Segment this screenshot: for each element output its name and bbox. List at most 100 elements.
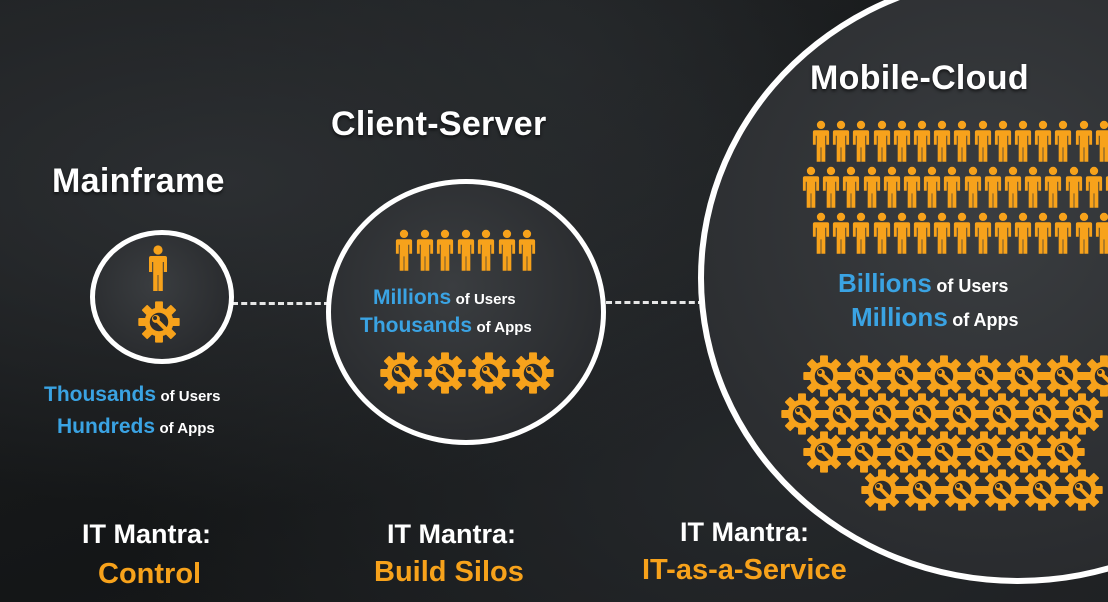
person-icon (974, 120, 992, 164)
person-icon (1004, 166, 1022, 210)
person-icon (933, 212, 951, 256)
person-icon (903, 166, 921, 210)
connector-line-1 (232, 302, 330, 305)
person-icon (974, 212, 992, 256)
mobile-cloud-mantra-label: IT Mantra: (680, 517, 810, 547)
gear-wrench-icon (1020, 468, 1064, 512)
gear-wrench-icon (379, 351, 423, 395)
mainframe-apps-stat: Hundreds of Apps (57, 415, 215, 439)
mobile-cloud-mantra-value: IT-as-a-Service (642, 554, 847, 586)
person-icon (1044, 166, 1062, 210)
gear-wrench-icon (860, 468, 904, 512)
person-icon (883, 166, 901, 210)
person-icon (994, 212, 1012, 256)
person-icon (416, 229, 434, 273)
mobile-cloud-title: Mobile-Cloud (810, 59, 1029, 97)
mobile-cloud-gears-group (780, 354, 1108, 530)
person-icon (812, 120, 830, 164)
person-icon (518, 229, 536, 273)
client-server-apps-stat: Thousands of Apps (360, 314, 532, 338)
person-icon (873, 120, 891, 164)
person-icon (943, 166, 961, 210)
gear-wrench-icon (467, 351, 511, 395)
person-icon (148, 245, 168, 293)
gear-wrench-icon (1060, 468, 1104, 512)
mobile-cloud-users-value: Billions (838, 268, 932, 298)
person-icon (933, 120, 951, 164)
person-icon (1075, 120, 1093, 164)
person-icon (1085, 166, 1103, 210)
mainframe-circle (90, 230, 234, 364)
person-icon (953, 120, 971, 164)
gear-wrench-icon (137, 300, 181, 344)
mainframe-apps-value: Hundreds (57, 415, 156, 438)
person-icon (832, 120, 850, 164)
client-server-people-group (395, 229, 545, 277)
person-icon (1054, 212, 1072, 256)
mainframe-users-suffix: of Users (160, 388, 221, 405)
person-icon (1054, 120, 1072, 164)
person-icon (893, 120, 911, 164)
person-icon (436, 229, 454, 273)
mainframe-mantra-label: IT Mantra: (82, 519, 212, 549)
person-icon (802, 166, 820, 210)
person-icon (923, 166, 941, 210)
person-icon (457, 229, 475, 273)
gear-wrench-icon (423, 351, 467, 395)
person-icon (1095, 120, 1108, 164)
client-server-users-stat: Millions of Users (373, 286, 516, 310)
person-icon (913, 212, 931, 256)
mobile-cloud-users-stat: Billions of Users (838, 268, 1008, 299)
gear-wrench-icon (511, 351, 555, 395)
mainframe-mantra-value: Control (98, 558, 202, 590)
person-icon (1014, 120, 1032, 164)
person-icon (842, 166, 860, 210)
mainframe-users-stat: Thousands of Users (44, 383, 221, 407)
mainframe-users-value: Thousands (44, 383, 157, 406)
person-icon (964, 166, 982, 210)
person-icon (994, 120, 1012, 164)
client-server-users-value: Millions (373, 286, 452, 309)
mobile-cloud-apps-suffix: of Apps (952, 310, 1019, 330)
gear-wrench-icon (900, 468, 944, 512)
person-icon (1034, 212, 1052, 256)
client-server-mantra-value: Build Silos (374, 556, 524, 588)
person-icon (1024, 166, 1042, 210)
mainframe-title: Mainframe (52, 162, 225, 200)
person-icon (1095, 212, 1108, 256)
person-icon (498, 229, 516, 273)
gear-wrench-icon (980, 468, 1024, 512)
mobile-cloud-apps-value: Millions (851, 302, 948, 332)
connector-line-2 (606, 301, 704, 304)
person-icon (395, 229, 413, 273)
client-server-users-suffix: of Users (455, 291, 516, 308)
gear-wrench-icon (802, 430, 846, 474)
client-server-circle: Millions of Users Thousands of Apps (326, 179, 606, 445)
person-icon (1034, 120, 1052, 164)
person-icon (863, 166, 881, 210)
person-icon (852, 212, 870, 256)
person-icon (852, 120, 870, 164)
mobile-cloud-people-group (792, 120, 1108, 268)
client-server-mantra-label: IT Mantra: (387, 519, 517, 549)
person-icon (477, 229, 495, 273)
mobile-cloud-apps-stat: Millions of Apps (851, 302, 1019, 333)
person-icon (832, 212, 850, 256)
person-icon (1065, 166, 1083, 210)
mobile-cloud-users-suffix: of Users (936, 276, 1009, 296)
person-icon (822, 166, 840, 210)
client-server-title: Client-Server (331, 105, 547, 143)
mainframe-apps-suffix: of Apps (159, 420, 215, 437)
person-icon (913, 120, 931, 164)
person-icon (893, 212, 911, 256)
person-icon (984, 166, 1002, 210)
client-server-apps-suffix: of Apps (476, 319, 532, 336)
client-server-apps-value: Thousands (360, 314, 473, 337)
person-icon (953, 212, 971, 256)
client-server-gears-group (379, 351, 559, 397)
person-icon (873, 212, 891, 256)
person-icon (1075, 212, 1093, 256)
mobile-cloud-circle: Mobile-Cloud Billions of Users Millions … (698, 0, 1108, 584)
person-icon (1014, 212, 1032, 256)
